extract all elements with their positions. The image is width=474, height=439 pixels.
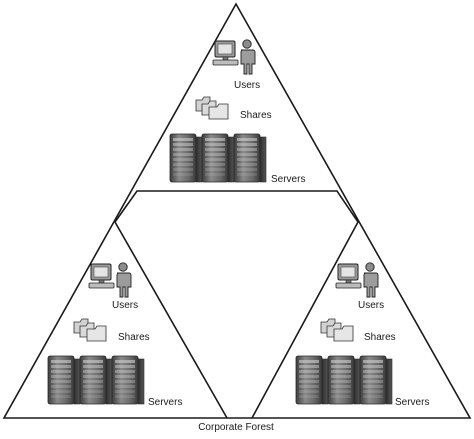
computer-icon (88, 262, 132, 298)
domain-left: Users Shares Servers (47, 262, 182, 408)
corporate-forest-outline (2, 2, 472, 419)
folder-icon (195, 96, 229, 120)
servers-label: Servers (271, 174, 305, 185)
computer-icon (212, 39, 256, 75)
domain-top: Users Shares Servers (169, 39, 305, 185)
server-icon (169, 133, 267, 183)
domain-separator-left (114, 221, 228, 419)
domain-right: Users Shares Servers (295, 262, 429, 408)
users-label: Users (358, 300, 384, 311)
domain-separator-top (114, 190, 359, 223)
computer-icon (335, 262, 379, 298)
caption: Corporate Forest (198, 422, 274, 433)
domain-separator-right (251, 221, 359, 419)
servers-label: Servers (148, 397, 182, 408)
users-label: Users (234, 80, 260, 91)
shares-label: Shares (364, 332, 396, 343)
shares-label: Shares (118, 332, 150, 343)
servers-label: Servers (395, 397, 429, 408)
folder-icon (320, 318, 354, 342)
folder-icon (73, 318, 107, 342)
server-icon (47, 355, 145, 405)
shares-label: Shares (240, 110, 272, 121)
server-icon (295, 355, 393, 405)
users-label: Users (112, 300, 138, 311)
